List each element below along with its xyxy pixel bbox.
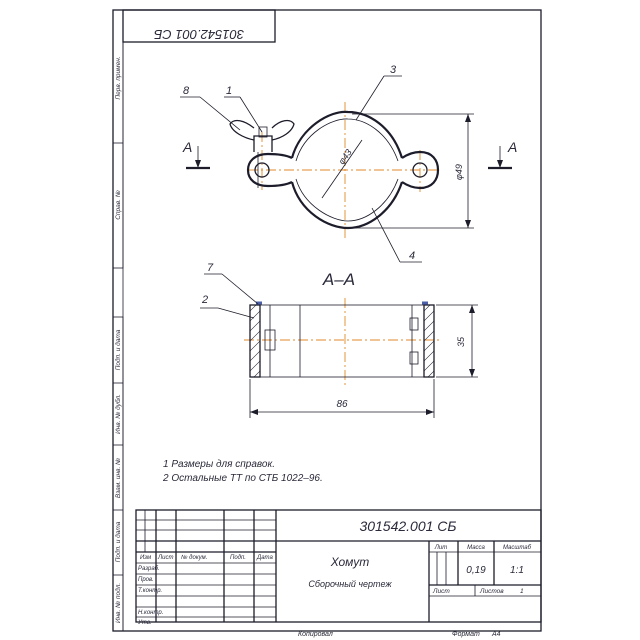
- note-2: 2 Остальные ТТ по СТБ 1022–96.: [162, 473, 323, 484]
- role-utv: Утв.: [137, 620, 152, 626]
- section-cut-markers: А А: [182, 139, 517, 170]
- dim-height: 35: [456, 336, 466, 347]
- side-col-1: Справ. №: [115, 190, 122, 220]
- side-col-5: Подп. и дата: [114, 521, 122, 562]
- hdr-date: Дата: [256, 555, 273, 561]
- value-mass: 0,19: [466, 565, 486, 576]
- clamp-top-view: φ43 φ49: [229, 102, 474, 240]
- footer-format-label: Формат: [452, 631, 480, 638]
- leader-3: 3: [390, 64, 397, 76]
- sheet-frame: [112, 9, 542, 632]
- role-tkontr: Т.контр.: [138, 588, 162, 594]
- cut-label-right: А: [507, 139, 517, 155]
- role-prov: Пров.: [138, 577, 154, 583]
- hdr-doc: № докум.: [181, 554, 207, 561]
- title-code: 301542.001 СБ: [359, 518, 456, 534]
- leader-2: 2: [201, 294, 208, 306]
- side-col-2: Подп. и дата: [114, 329, 122, 370]
- dim-length: 86: [336, 399, 348, 410]
- dim-inner-diameter: φ43: [336, 147, 353, 166]
- note-1: 1 Размеры для справок.: [163, 459, 275, 470]
- title-block: 301542.001 СБ Изм Лист № докум. Подп. Да…: [135, 509, 542, 626]
- side-col-4: Взам. инв. №: [115, 458, 122, 498]
- hdr-izm: Изм: [140, 555, 151, 561]
- code-stamp-text: 301542.001 СБ: [153, 27, 244, 42]
- leaders-top: 8 1 3 4: [180, 64, 422, 263]
- technical-notes: 1 Размеры для справок. 2 Остальные ТТ по…: [162, 459, 323, 484]
- cut-label-left: А: [182, 139, 192, 155]
- role-nkontr: Н.контр.: [138, 610, 163, 616]
- lbl-sheets: Листов: [479, 588, 504, 595]
- code-stamp: 301542.001 СБ: [122, 9, 276, 43]
- dim-outer-diameter: φ49: [454, 164, 464, 180]
- section-view: 35 86: [244, 298, 478, 418]
- side-columns: Перв. примен. Справ. № Подп. и дата Инв.…: [112, 9, 124, 632]
- lbl-mass: Масса: [467, 545, 485, 551]
- footer-copied: Копировал: [298, 631, 333, 638]
- side-col-0: Перв. примен.: [115, 56, 122, 99]
- lbl-sheet: Лист: [432, 588, 450, 595]
- side-col-3: Инв. № дубл.: [114, 394, 122, 434]
- value-scale: 1:1: [510, 565, 524, 576]
- lbl-lit: Лит: [434, 545, 447, 551]
- value-sheets: 1: [520, 588, 524, 595]
- hdr-podp: Подп.: [230, 555, 246, 561]
- leader-1: 1: [226, 85, 232, 97]
- title-name: Хомут: [330, 555, 370, 569]
- leader-4: 4: [409, 250, 415, 262]
- section-label: А–А: [322, 270, 355, 289]
- lbl-scale: Масштаб: [503, 545, 532, 551]
- leaders-section: 7 2: [200, 262, 259, 319]
- leader-7: 7: [207, 262, 214, 274]
- footer-format: A4: [491, 631, 501, 638]
- role-razrab: Разраб.: [138, 566, 160, 572]
- title-subtitle: Сборочный чертеж: [308, 579, 392, 589]
- side-col-6: Инв. № подл.: [114, 583, 122, 624]
- leader-8: 8: [183, 85, 190, 97]
- hdr-list: Лист: [157, 555, 173, 561]
